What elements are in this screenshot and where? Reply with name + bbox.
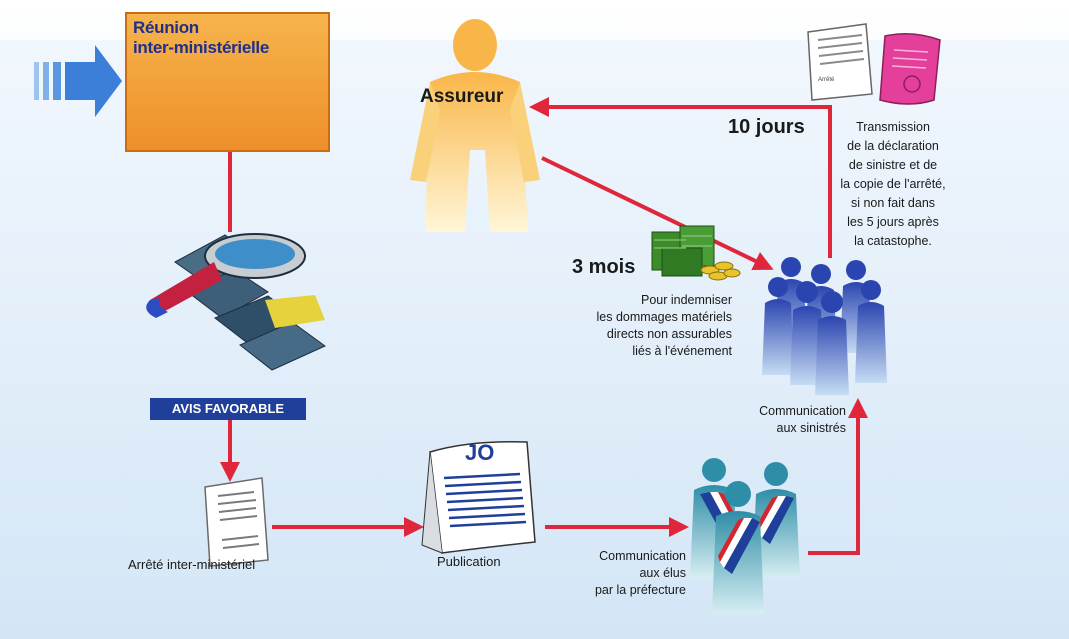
sinistres-people-icon (762, 257, 887, 395)
transmission-note: Transmission de la déclaration de sinist… (840, 120, 946, 248)
money-icon (651, 225, 741, 281)
declaration-doc-caption: Arrêté (818, 77, 835, 83)
arrow-elus-to-sinistres (808, 398, 868, 555)
elus-icon (690, 458, 800, 614)
delay-3-mois: 3 mois (572, 256, 636, 278)
delay-10-jours: 10 jours (728, 116, 805, 138)
declaration-document-icon (807, 23, 873, 101)
communication-elus-label: Communication aux élus par la préfecture (594, 549, 686, 597)
communication-sinistres-label: Communication aux sinistrés (759, 404, 846, 435)
publication-label: Publication (437, 554, 501, 569)
arrete-label: Arrêté inter-ministériel (128, 557, 256, 572)
arrete-document-icon (204, 477, 269, 567)
avis-favorable-badge: AVIS FAVORABLE (150, 398, 306, 420)
arrow-assureur-to-sinistres (541, 156, 774, 271)
incoming-arrow-icon (34, 45, 122, 117)
assureur-label: Assureur (420, 86, 504, 107)
reunion-title: Réunion inter-ministérielle (133, 18, 270, 57)
connector-arrows (220, 97, 868, 555)
jo-label: JO (465, 440, 495, 465)
indemniser-note: Pour indemniser les dommages matériels d… (596, 293, 732, 358)
examination-icon (146, 233, 326, 371)
journal-officiel-icon (421, 440, 536, 554)
arrow-sinistres-to-assureur (529, 97, 832, 258)
reunion-box: Réunion inter-ministérielle (125, 12, 330, 152)
certificate-icon (879, 33, 941, 105)
assureur-person-icon (410, 19, 540, 232)
